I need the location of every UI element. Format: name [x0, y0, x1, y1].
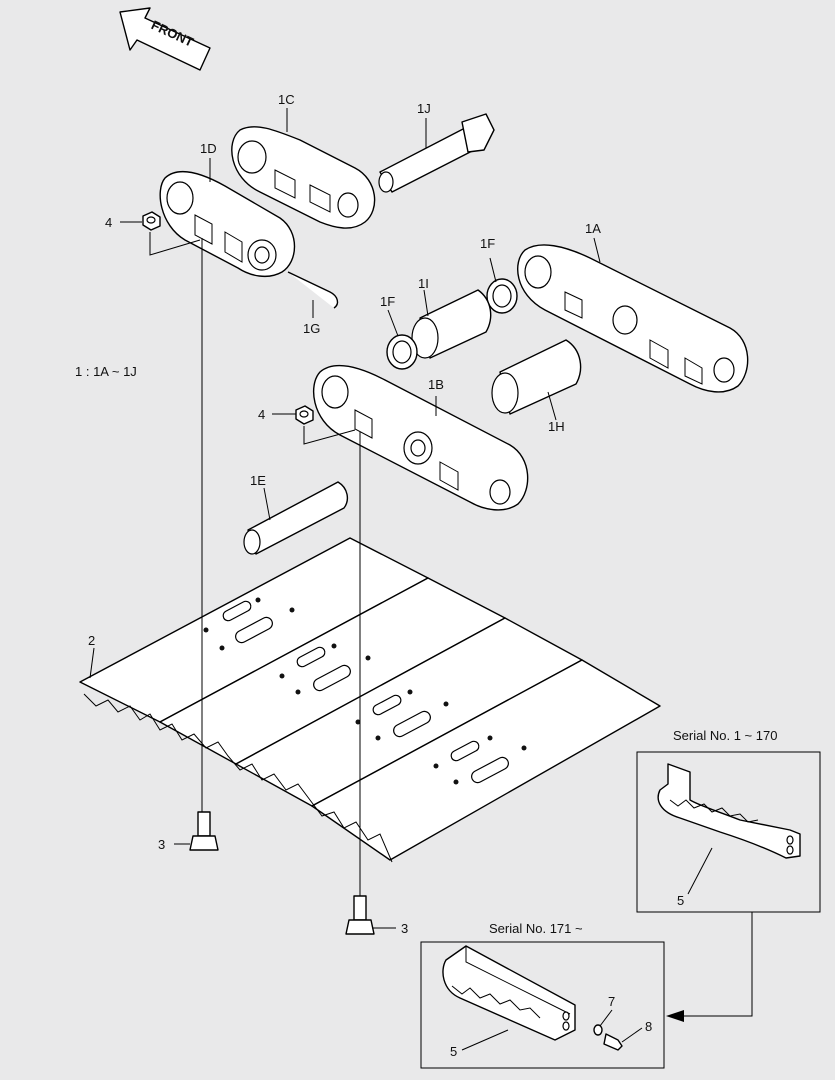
track-shoe-plates: [79, 537, 661, 863]
inset-old-title: Serial No. 1 ~ 170: [673, 728, 777, 743]
callout-1a: 1A: [585, 221, 601, 236]
callout-1f-lower: 1F: [380, 294, 395, 309]
callout-1i: 1I: [418, 276, 429, 291]
callout-1h: 1H: [548, 419, 565, 434]
link-1b: [313, 364, 529, 511]
seal-1f-lower: [386, 334, 418, 370]
assembly-note: 1 : 1A ~ 1J: [75, 364, 137, 379]
callout-4-upper: 4: [105, 215, 112, 230]
link-1d: [159, 170, 296, 278]
callout-1b: 1B: [428, 377, 444, 392]
callout-1j: 1J: [417, 101, 431, 116]
callout-5-new: 5: [450, 1044, 457, 1059]
bolt-8: [603, 1033, 623, 1051]
nut-upper: [142, 211, 161, 231]
callout-5-old: 5: [677, 893, 684, 908]
front-direction-arrow: FRONT: [119, 7, 211, 71]
callout-2: 2: [88, 633, 95, 648]
bushing-1i: [411, 289, 492, 359]
callout-1c: 1C: [278, 92, 295, 107]
callout-1f-upper: 1F: [480, 236, 495, 251]
pin-1e: [243, 481, 349, 555]
inset-old-guard: Serial No. 1 ~ 170 5: [636, 728, 821, 913]
nut-lower: [295, 405, 314, 425]
link-1a: [517, 244, 749, 393]
pin-1j: [378, 113, 495, 193]
callout-8: 8: [645, 1019, 652, 1034]
callout-3-right: 3: [401, 921, 408, 936]
link-1c: [231, 126, 376, 229]
callout-3-left: 3: [158, 837, 165, 852]
callout-1g: 1G: [303, 321, 320, 336]
washer-7: [593, 1024, 603, 1036]
leader-lines: [89, 108, 601, 929]
callout-7: 7: [608, 994, 615, 1009]
connector-arrow: [666, 912, 753, 1022]
inset-new-title: Serial No. 171 ~: [489, 921, 583, 936]
bolt-left: [189, 811, 219, 851]
pin-1g: [287, 271, 339, 309]
bolt-right: [345, 895, 375, 935]
callout-1e: 1E: [250, 473, 266, 488]
seal-1f-upper: [486, 278, 518, 314]
inset-new-guard: Serial No. 171 ~ 7 8 5: [420, 921, 665, 1069]
callout-4-lower: 4: [258, 407, 265, 422]
callout-1d: 1D: [200, 141, 217, 156]
bushing-1h: [491, 339, 582, 415]
